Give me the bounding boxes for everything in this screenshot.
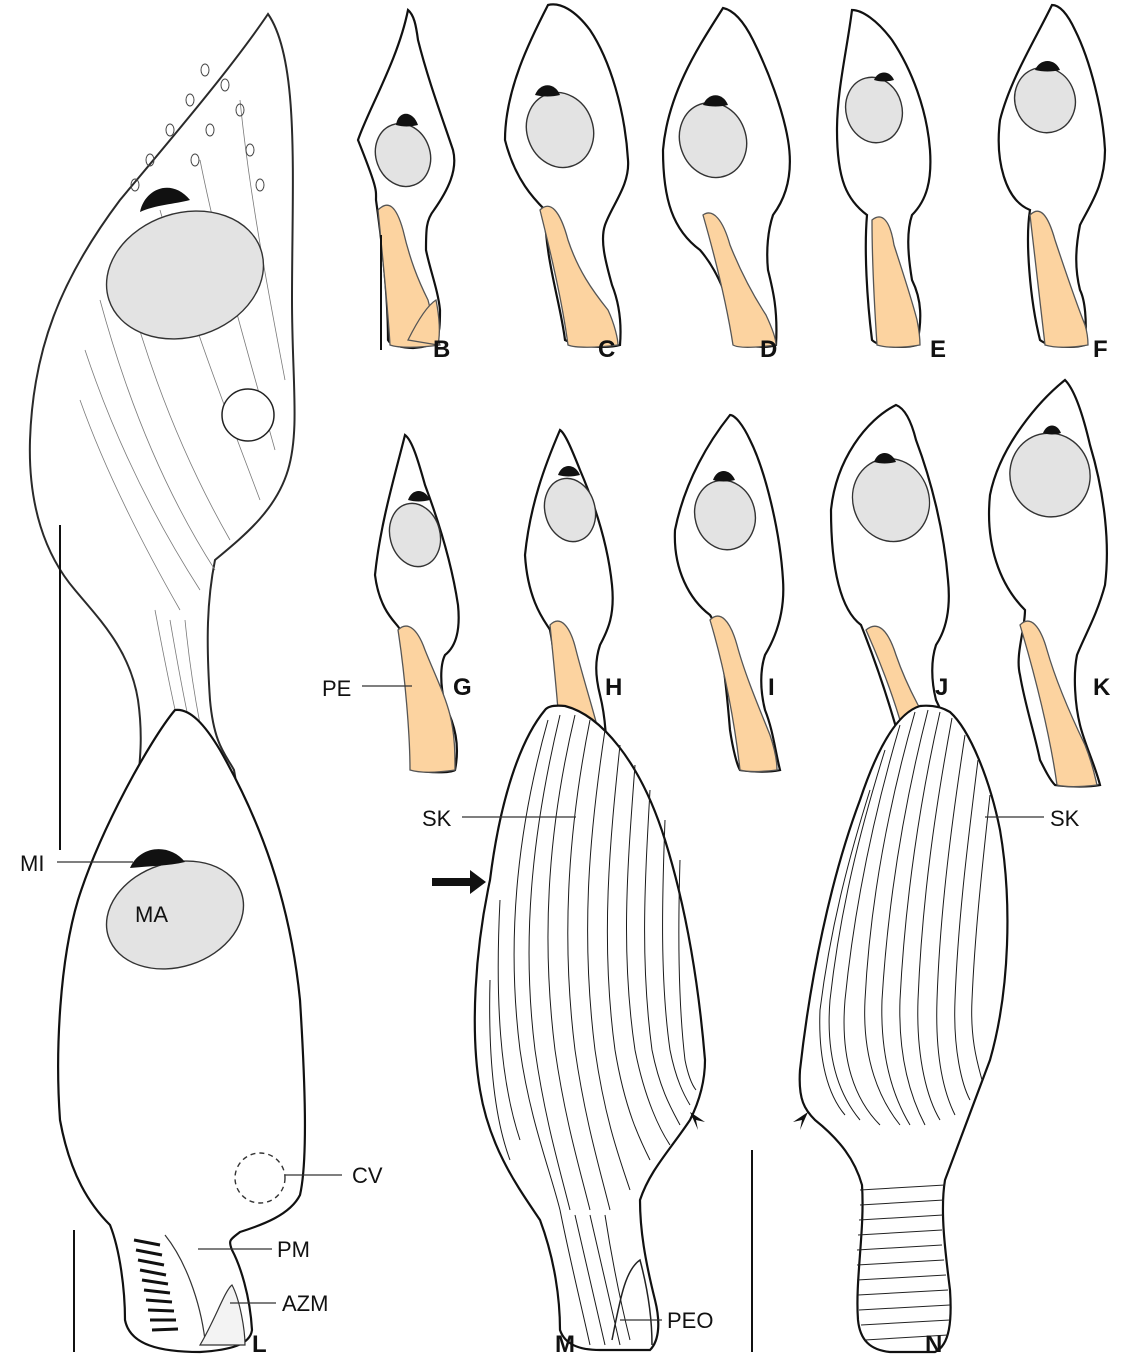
panel-label-n: N xyxy=(925,1331,942,1358)
panel-label-m: M xyxy=(555,1331,575,1358)
panel-label-h: H xyxy=(605,674,622,701)
panel-f-illustration xyxy=(999,5,1105,347)
term-label-pm: PM xyxy=(277,1237,310,1262)
panel-label-c: C xyxy=(598,336,615,363)
term-label-sk-m: SK xyxy=(422,806,452,831)
panel-label-l: L xyxy=(252,1331,267,1358)
panel-g-illustration xyxy=(375,435,459,772)
panel-l-illustration xyxy=(58,710,305,1352)
panel-label-b: B xyxy=(433,336,450,363)
term-label-pe: PE xyxy=(322,676,351,701)
panel-n-illustration xyxy=(752,706,1044,1352)
arrowhead-icon xyxy=(690,1112,705,1130)
term-label-peo: PEO xyxy=(667,1308,713,1333)
term-label-sk-n: SK xyxy=(1050,806,1080,831)
panel-i-illustration xyxy=(675,415,783,772)
panel-label-j: J xyxy=(935,674,948,701)
panel-label-g: G xyxy=(453,674,472,701)
cell-outline-m xyxy=(475,706,705,1350)
panel-label-i: I xyxy=(768,674,775,701)
arrowhead-icon xyxy=(793,1112,808,1130)
panel-e-illustration xyxy=(837,10,930,347)
panel-label-e: E xyxy=(930,336,946,363)
panel-b-illustration xyxy=(358,10,454,348)
panel-label-f: F xyxy=(1093,336,1108,363)
panel-label-k: K xyxy=(1093,674,1111,701)
term-label-mi: MI xyxy=(20,851,44,876)
term-label-ma: MA xyxy=(135,902,168,927)
panel-m-illustration xyxy=(432,706,705,1350)
arrow-icon xyxy=(432,870,486,894)
contractile-vacuole-a xyxy=(222,389,274,441)
panel-label-d: D xyxy=(760,336,777,363)
term-label-cv: CV xyxy=(352,1163,383,1188)
panel-d-illustration xyxy=(663,8,790,347)
panel-c-illustration xyxy=(505,4,628,347)
term-label-azm: AZM xyxy=(282,1291,328,1316)
cell-outline-n xyxy=(800,706,1008,1352)
cell-outline-l xyxy=(58,710,305,1352)
panel-k-illustration xyxy=(989,380,1107,787)
